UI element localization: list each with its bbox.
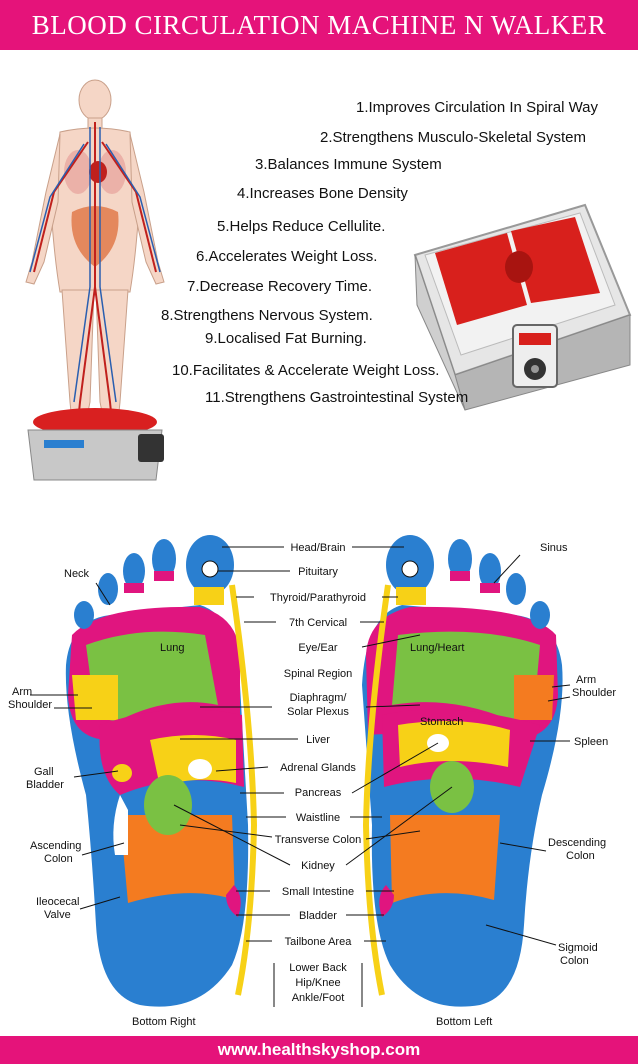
benefit-item: 6.Accelerates Weight Loss. xyxy=(196,248,378,265)
anatomy-figure xyxy=(25,79,165,481)
gall-bladder-label-2: Bladder xyxy=(26,779,64,791)
waistline-label: Waistline xyxy=(296,812,340,824)
neck-label: Neck xyxy=(64,568,90,580)
solar-plexus-label: Solar Plexus xyxy=(287,706,349,718)
stomach-label: Stomach xyxy=(420,716,463,728)
shoulder-label-left: Shoulder xyxy=(8,699,52,711)
gall-bladder-label: Gall xyxy=(34,766,54,778)
lower-back-label: Lower Back xyxy=(289,962,347,974)
pancreas-label: Pancreas xyxy=(295,787,342,799)
benefit-item: 5.Helps Reduce Cellulite. xyxy=(217,218,386,235)
benefit-item: 1.Improves Circulation In Spiral Way xyxy=(356,99,599,116)
ankle-foot-label: Ankle/Foot xyxy=(292,992,345,1004)
cervical-label: 7th Cervical xyxy=(289,617,347,629)
benefit-item: 7.Decrease Recovery Time. xyxy=(187,278,373,295)
bottom-right-caption: Bottom Right xyxy=(132,1016,196,1028)
tailbone-label: Tailbone Area xyxy=(285,936,353,948)
lung-heart-label: Lung/Heart xyxy=(410,642,464,654)
ileocecal-label-2: Valve xyxy=(44,909,71,921)
arm-label-left: Arm xyxy=(12,686,32,698)
pituitary-label: Pituitary xyxy=(298,566,338,578)
transverse-colon-label: Transverse Colon xyxy=(275,834,361,846)
sigmoid-colon-label: Sigmoid xyxy=(558,942,598,954)
benefit-item: 11.Strengthens Gastrointestinal System xyxy=(205,389,469,406)
page-title: BLOOD CIRCULATION MACHINE N WALKER xyxy=(0,0,638,50)
left-foot xyxy=(362,535,563,1007)
shoulder-label-right: Shoulder xyxy=(572,687,616,699)
spleen-label: Spleen xyxy=(574,736,608,748)
spinal-region-label: Spinal Region xyxy=(284,668,353,680)
adrenal-label: Adrenal Glands xyxy=(280,762,356,774)
sinus-label: Sinus xyxy=(540,542,568,554)
lung-label: Lung xyxy=(160,642,184,654)
ascending-colon-label: Ascending xyxy=(30,840,81,852)
ileocecal-label: Ileocecal xyxy=(36,896,79,908)
arm-label-right: Arm xyxy=(576,674,596,686)
benefit-item: 2.Strengthens Musculo-Skeletal System xyxy=(320,129,586,146)
website-url[interactable]: www.healthskyshop.com xyxy=(0,1036,638,1064)
liver-label: Liver xyxy=(306,734,330,746)
small-intestine-label: Small Intestine xyxy=(282,886,354,898)
bottom-left-caption: Bottom Left xyxy=(436,1016,492,1028)
foot-reflexology-chart: Lung Lung/Heart Stomach Head/Brain Pitui… xyxy=(8,535,616,1028)
machine-photo xyxy=(413,203,632,411)
descending-colon-label-2: Colon xyxy=(566,850,595,862)
kidney-label: Kidney xyxy=(301,860,335,872)
sigmoid-colon-label-2: Colon xyxy=(560,955,589,967)
benefit-item: 3.Balances Immune System xyxy=(255,156,442,173)
benefit-item: 4.Increases Bone Density xyxy=(237,185,408,202)
descending-colon-label: Descending xyxy=(548,837,606,849)
eye-ear-label: Eye/Ear xyxy=(298,642,337,654)
bladder-label: Bladder xyxy=(299,910,337,922)
benefit-item: 8.Strengthens Nervous System. xyxy=(161,307,373,324)
hip-knee-label: Hip/Knee xyxy=(295,977,340,989)
head-brain-label: Head/Brain xyxy=(290,542,345,554)
ascending-colon-label-2: Colon xyxy=(44,853,73,865)
thyroid-label: Thyroid/Parathyroid xyxy=(270,592,366,604)
right-foot xyxy=(65,535,249,1007)
diaphragm-label: Diaphragm/ xyxy=(290,692,348,704)
benefit-item: 10.Facilitates & Accelerate Weight Loss. xyxy=(172,362,440,379)
benefit-item: 9.Localised Fat Burning. xyxy=(205,330,367,347)
